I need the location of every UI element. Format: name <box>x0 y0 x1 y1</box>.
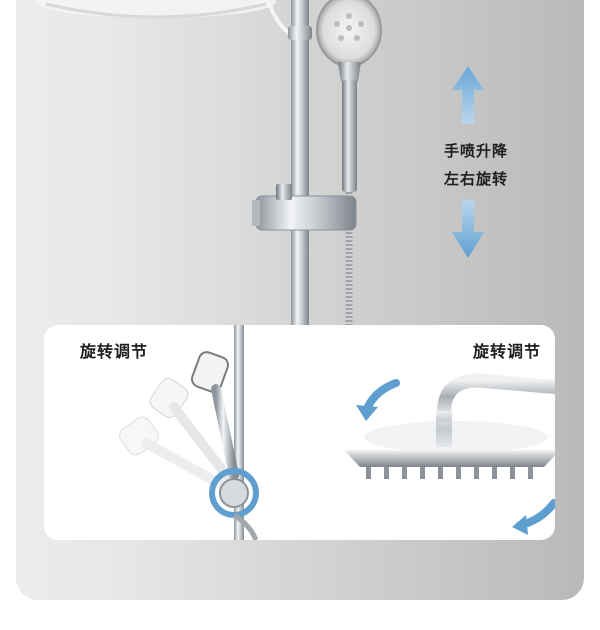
shower-pole <box>291 0 309 340</box>
left-panel-title: 旋转调节 <box>80 342 149 361</box>
overhead-shower-edge <box>36 0 276 19</box>
panel-hand-shower <box>191 351 239 480</box>
right-panel-title: 旋转调节 <box>472 342 541 361</box>
vertical-double-arrow-icon <box>452 66 484 258</box>
rotate-arrow-left-icon <box>356 379 400 421</box>
slide-holder <box>252 184 357 231</box>
hand-shower-head <box>316 0 382 67</box>
rotate-label: 左右旋转 <box>443 170 508 188</box>
ghost-hand-shower-2 <box>149 378 231 480</box>
shower-pole-illustration <box>36 0 484 340</box>
hand-shower-neck <box>338 62 361 82</box>
rotate-arrow-right-icon <box>512 499 555 535</box>
ghost-hand-shower-1 <box>119 416 227 490</box>
rotation-illustration <box>119 325 555 540</box>
product-card: 手喷升降 左右旋转 <box>16 0 584 600</box>
lift-label: 手喷升降 <box>443 142 508 160</box>
hand-shower-handle <box>342 80 357 192</box>
overhead-shower-head <box>344 421 555 479</box>
hero-section: 手喷升降 左右旋转 <box>16 0 584 340</box>
rotation-adjust-panel: 旋转调节 旋转调节 <box>44 325 555 540</box>
panel-pole <box>234 325 244 540</box>
